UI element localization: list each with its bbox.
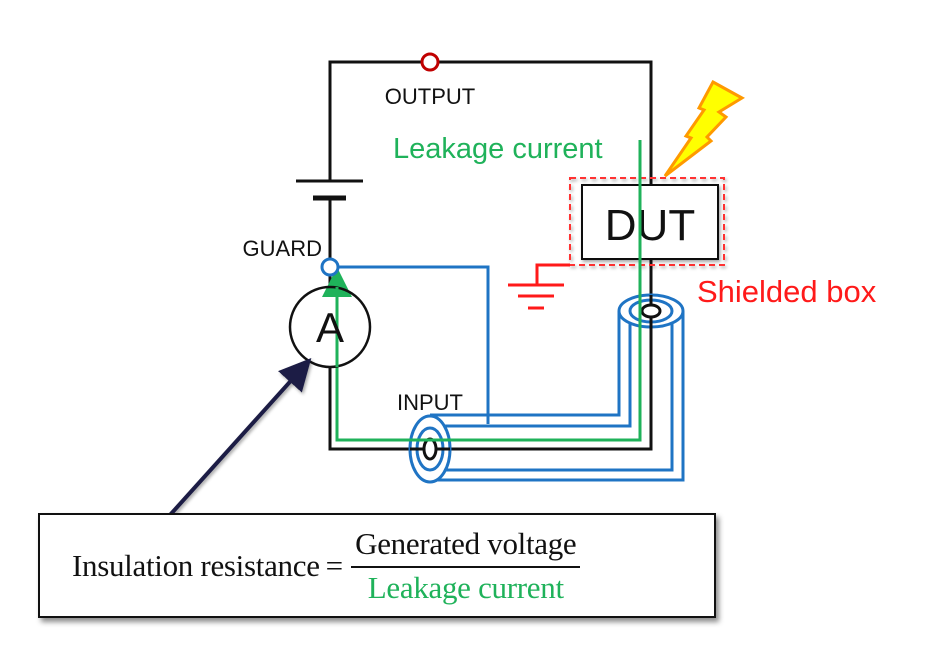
formula-fraction: Generated voltage Leakage current (351, 525, 581, 606)
cable-core-left-icon (422, 437, 438, 461)
ammeter-label: A (316, 304, 344, 351)
guard-label: GUARD (243, 236, 322, 261)
fraction-bar (351, 565, 581, 568)
lightning-icon (663, 79, 745, 178)
dut-label: DUT (605, 201, 695, 250)
output-wire (328, 60, 653, 185)
triax-cable-right (430, 293, 685, 482)
formula-numerator: Generated voltage (355, 525, 577, 561)
ground-icon (508, 263, 570, 310)
formula-box: Insulation resistance = Generated voltag… (38, 513, 716, 618)
cable-core-right-icon (640, 303, 662, 319)
guard-wire (337, 265, 490, 424)
output-terminal-icon (420, 52, 440, 72)
formula-lhs: Insulation resistance (72, 547, 320, 583)
ammeter-icon: A (288, 285, 372, 369)
input-return-wire (328, 259, 653, 451)
battery-icon (296, 179, 363, 201)
shielded-box-label: Shielded box (697, 274, 877, 309)
formula-denominator: Leakage current (367, 569, 564, 605)
input-label: INPUT (397, 390, 463, 415)
guard-terminal-icon (320, 257, 340, 277)
annotation-arrow (168, 358, 312, 517)
leakage-current-label: Leakage current (393, 133, 603, 165)
dut-box (581, 184, 719, 260)
output-label: OUTPUT (385, 84, 475, 109)
formula-equals: = (325, 547, 344, 583)
cable-core-conductors (410, 295, 662, 461)
